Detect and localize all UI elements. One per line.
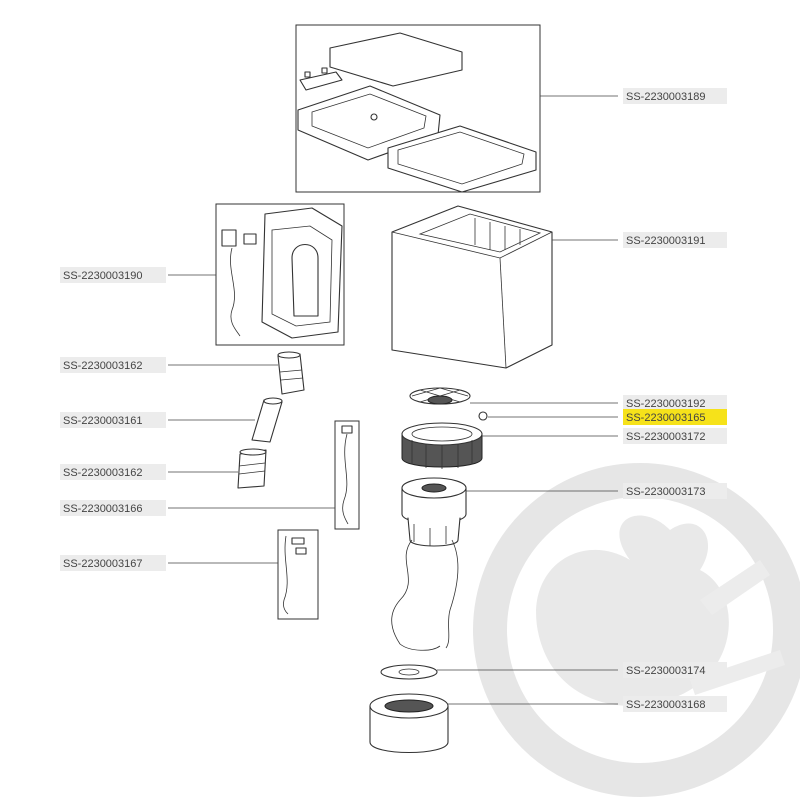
label-bg-cable-kit [60, 555, 166, 571]
label-hose-tube[interactable]: SS-2230003161 [63, 415, 143, 427]
part-lid-assembly[interactable] [295, 24, 541, 193]
label-bg-hose-tube [60, 412, 166, 428]
label-bg-hose-top [60, 357, 166, 373]
part-cable-kit[interactable] [277, 529, 319, 620]
label-bucket[interactable]: SS-2230003191 [626, 235, 706, 247]
label-bg-lid [623, 88, 727, 104]
label-nut[interactable]: SS-2230003165 [626, 412, 706, 424]
part-control-panel[interactable] [215, 203, 345, 346]
part-foam-ring[interactable] [369, 693, 449, 753]
label-bg-bucket [623, 232, 727, 248]
label-bg-motor [623, 483, 727, 499]
label-foam[interactable]: SS-2230003168 [626, 699, 706, 711]
label-bg-foam [623, 696, 727, 712]
label-bg-panel [60, 267, 166, 283]
part-filter[interactable] [401, 422, 483, 469]
part-hose-connector-bottom[interactable] [237, 448, 267, 489]
label-hose-bottom[interactable]: SS-2230003162 [63, 467, 143, 479]
part-hose-tube[interactable] [251, 397, 283, 443]
watermark-duck-logo [473, 463, 800, 797]
part-fan-impeller[interactable] [409, 387, 471, 405]
label-cable-kit[interactable]: SS-2230003167 [63, 558, 143, 570]
label-cable-single[interactable]: SS-2230003166 [63, 503, 143, 515]
part-motor[interactable] [391, 477, 467, 651]
label-fan[interactable]: SS-2230003192 [626, 398, 706, 410]
label-panel[interactable]: SS-2230003190 [63, 270, 143, 282]
label-hose-top[interactable]: SS-2230003162 [63, 360, 143, 372]
label-washer[interactable]: SS-2230003174 [626, 665, 706, 677]
label-filter[interactable]: SS-2230003172 [626, 431, 706, 443]
label-bg-filter [623, 428, 727, 444]
part-washer[interactable] [380, 664, 438, 680]
part-nut[interactable] [478, 411, 488, 421]
label-motor[interactable]: SS-2230003173 [626, 486, 706, 498]
label-bg-nut-highlighted [623, 409, 727, 425]
label-lid[interactable]: SS-2230003189 [626, 91, 706, 103]
part-bucket[interactable] [391, 205, 553, 369]
part-hose-connector-top[interactable] [277, 351, 305, 395]
label-bg-cable-single [60, 500, 166, 516]
label-bg-fan [623, 395, 727, 411]
label-bg-hose-bottom [60, 464, 166, 480]
part-cable-single[interactable] [334, 420, 360, 530]
label-bg-washer [623, 662, 727, 678]
